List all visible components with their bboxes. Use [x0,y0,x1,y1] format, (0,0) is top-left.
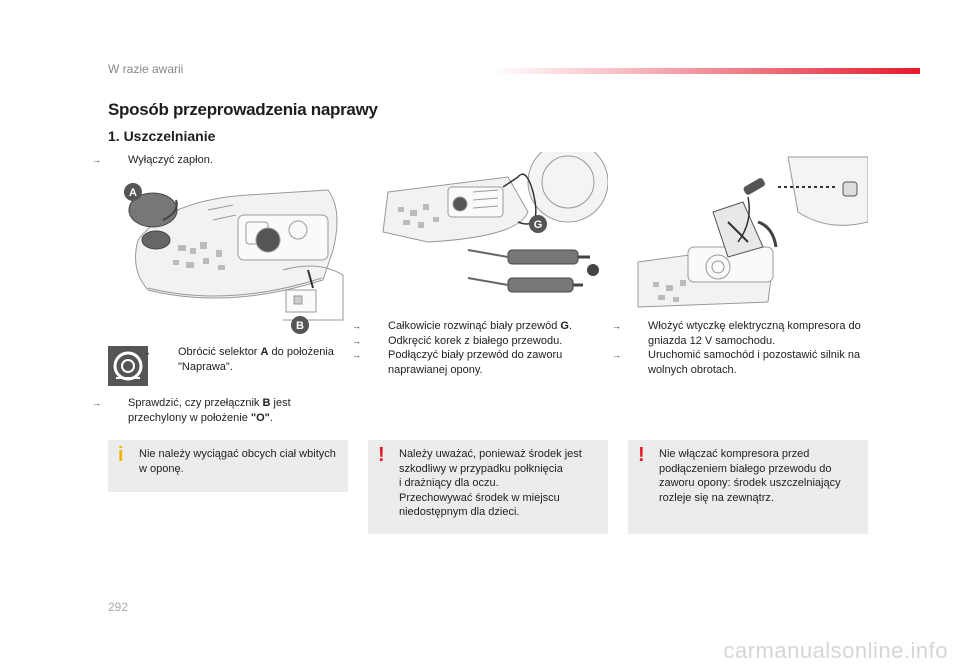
warning-note-compressor: ! Nie włączać kompresora przed podłączen… [628,440,868,534]
section-subtitle: 1. Uszczelnianie [108,128,216,144]
col3-steps: →Włożyć wtyczkę elektryczną kompresora d… [612,320,861,376]
repair-selector-icon [108,346,148,386]
step-ignition-off: →Wyłączyć zapłon. [92,154,213,166]
watermark: carmanualsonline.info [723,638,948,663]
bullet-arrow-icon: → [612,350,621,360]
bullet-arrow-icon: → [142,347,151,357]
warning-icon: ! [638,444,645,466]
step-check-switch: →Sprawdzić, czy przełącznik B jest przec… [92,397,291,424]
label-a: A [129,187,137,199]
label-g: G [534,219,543,231]
warning-note-hazard: ! Należy uważać, ponieważ środek jest sz… [368,440,608,534]
bullet-arrow-icon: → [92,155,101,165]
label-b: B [296,320,304,332]
bullet-arrow-icon: → [352,335,361,346]
power-socket-illustration [637,156,868,308]
hose-connection-illustration: G [382,152,608,293]
compressor-selector-illustration: A B [124,183,344,334]
info-note: i Nie należy wyciągać obcych ciał wbityc… [108,440,348,492]
bullet-arrow-icon: → [92,398,101,408]
bullet-arrow-icon: → [612,321,621,331]
section-header: W razie awarii [108,62,184,76]
info-icon: i [118,444,124,466]
warning-icon: ! [378,444,385,466]
bullet-arrow-icon: → [352,321,361,331]
header-accent-bar [490,68,920,74]
page-number: 292 [108,600,129,614]
col2-steps: →Całkowicie rozwinąć biały przewód G. →O… [352,320,573,376]
page-title: Sposób przeprowadzenia naprawy [108,100,378,119]
bullet-arrow-icon: → [352,350,361,360]
step-turn-selector: →Obrócić selektor A do położenia "Napraw… [142,346,334,373]
